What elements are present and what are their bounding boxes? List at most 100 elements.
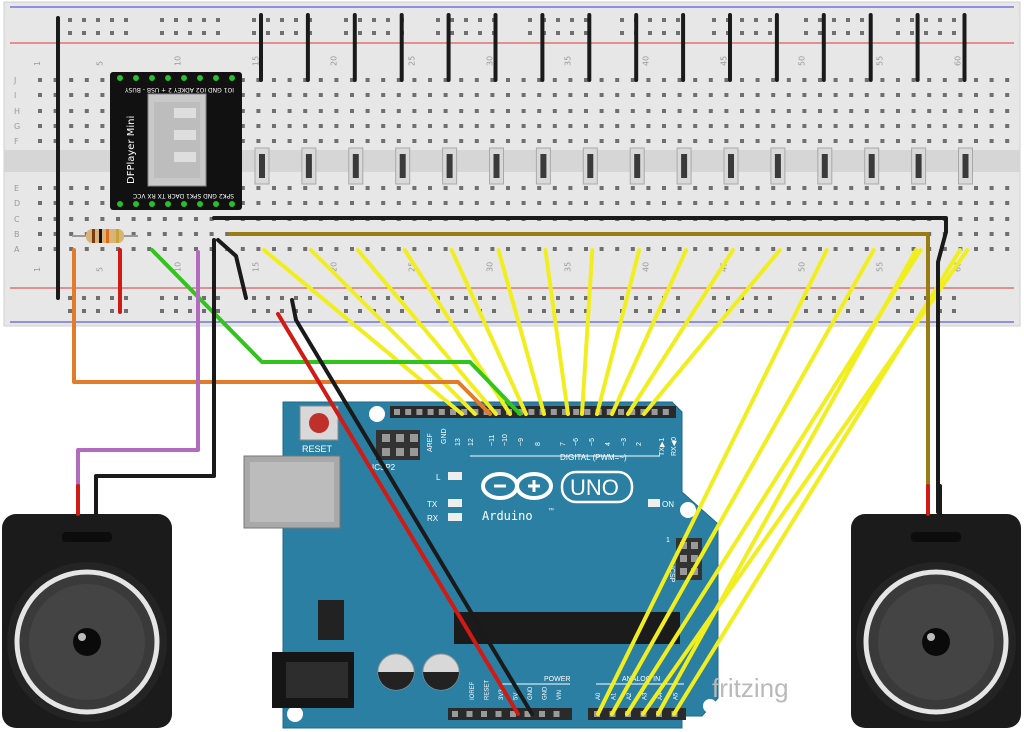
breadboard-hole: [412, 247, 417, 251]
rail-hole: [308, 309, 312, 313]
dfplayer-pin: [165, 201, 171, 207]
breadboard-hole: [428, 78, 432, 82]
breadboard-hole: [84, 109, 89, 113]
breadboard-hole: [100, 201, 105, 205]
breadboard-hole: [974, 109, 978, 113]
breadboard-hole: [131, 247, 136, 251]
breadboard-hole: [958, 139, 963, 143]
breadboard-hole: [287, 124, 292, 128]
breadboard-hole: [1005, 93, 1010, 97]
breadboard-hole: [537, 124, 542, 128]
rail-hole: [252, 31, 256, 35]
column-number: 40: [641, 262, 650, 272]
breadboard-hole: [755, 124, 760, 128]
breadboard-hole: [396, 139, 401, 143]
arduino-brand: Arduino: [482, 509, 533, 523]
breadboard-hole: [240, 109, 245, 113]
breadboard-hole: [584, 78, 588, 82]
breadboard-hole: [1005, 124, 1010, 128]
rail-hole: [202, 18, 206, 22]
power-pin-label: RESET: [485, 680, 491, 700]
rail-hole: [556, 31, 560, 35]
breadboard-hole: [942, 109, 947, 113]
header-hole: [405, 409, 412, 415]
breadboard-hole: [662, 247, 666, 251]
rail-hole: [804, 296, 808, 300]
analog-pin-label: A5: [674, 692, 680, 700]
breadboard-hole: [599, 139, 604, 143]
breadboard-hole: [272, 124, 276, 128]
rail-hole: [188, 309, 192, 313]
rail-hole: [464, 31, 468, 35]
breadboard-hole: [958, 232, 963, 236]
breadboard-hole: [474, 109, 479, 113]
breadboard-hole: [537, 139, 542, 143]
breadboard-hole: [38, 217, 42, 221]
breadboard-hole: [802, 247, 807, 251]
breadboard-hole: [802, 124, 807, 128]
breadboard-hole: [677, 78, 682, 82]
breadboard-hole: [662, 124, 666, 128]
breadboard-hole: [849, 109, 854, 113]
rail-hole: [110, 309, 114, 313]
breadboard-hole: [38, 139, 42, 143]
breadboard-hole: [911, 109, 916, 113]
led-tx-label: TX: [427, 500, 438, 509]
breadboard-hole: [708, 78, 713, 82]
breadboard-hole: [896, 93, 900, 97]
breadboard-hole: [396, 247, 401, 251]
breadboard-hole: [568, 124, 573, 128]
breadboard-hole: [303, 93, 308, 97]
breadboard-hole: [303, 124, 308, 128]
breadboard-hole: [662, 201, 666, 205]
pushbutton-cap: [352, 154, 359, 178]
breadboard-hole: [365, 93, 370, 97]
analog-pin-label: A1: [612, 692, 618, 700]
breadboard-hole: [615, 78, 620, 82]
breadboard-hole: [646, 247, 651, 251]
pushbutton-cap: [962, 154, 969, 178]
breadboard-hole: [240, 139, 245, 143]
breadboard-hole: [677, 109, 682, 113]
column-number: 35: [563, 56, 572, 66]
breadboard-hole: [381, 93, 386, 97]
breadboard-hole: [365, 124, 370, 128]
breadboard-hole: [552, 78, 557, 82]
capacitor-right: [422, 653, 460, 691]
breadboard-hole: [84, 124, 89, 128]
rail-hole: [634, 296, 638, 300]
rail-hole: [620, 18, 624, 22]
breadboard-hole: [318, 186, 323, 190]
row-letter: G: [14, 122, 20, 131]
breadboard-hole: [599, 78, 604, 82]
rail-hole: [160, 296, 164, 300]
breadboard-hole: [84, 201, 89, 205]
breadboard-hole: [521, 139, 526, 143]
icsp-one-label: 1: [666, 537, 670, 544]
rail-hole: [846, 31, 850, 35]
yellow-wire: [308, 248, 477, 416]
breadboard-hole: [459, 186, 464, 190]
breadboard-hole: [69, 232, 74, 236]
breadboard-hole: [272, 139, 276, 143]
breadboard-hole: [428, 201, 432, 205]
header-hole: [651, 409, 658, 415]
breadboard-hole: [662, 139, 666, 143]
column-number: 25: [407, 56, 416, 66]
breadboard-hole: [942, 78, 947, 82]
breadboard-hole: [116, 247, 120, 251]
breadboard-hole: [490, 93, 495, 97]
header-hole: [629, 409, 636, 415]
breadboard-hole: [646, 201, 651, 205]
red-wire: [276, 312, 520, 716]
digital-pin-label: ~3: [621, 438, 628, 446]
column-number: 60: [953, 56, 962, 66]
breadboard-hole: [708, 93, 713, 97]
breadboard-hole: [911, 93, 916, 97]
row-letter: I: [14, 91, 16, 100]
rail-hole: [818, 309, 822, 313]
breadboard-hole: [615, 247, 620, 251]
breadboard-hole: [506, 186, 510, 190]
breadboard-hole: [724, 78, 729, 82]
breadboard-hole: [474, 78, 479, 82]
